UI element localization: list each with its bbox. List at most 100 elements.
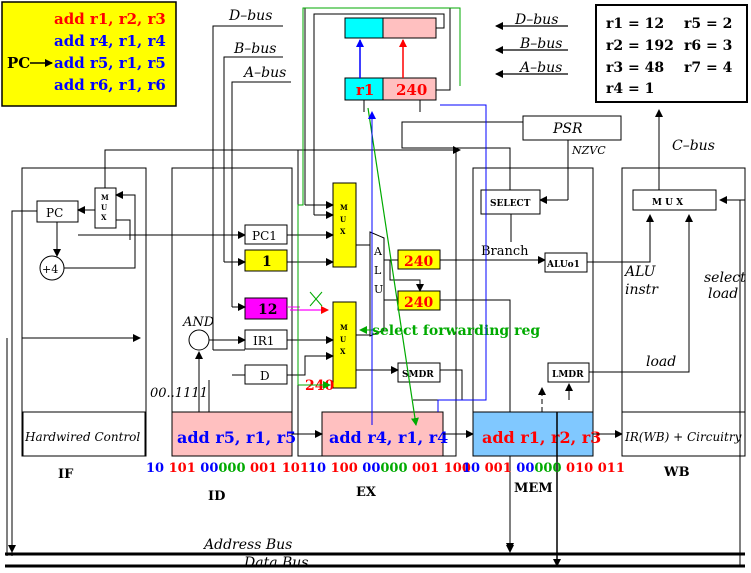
writeback-path — [437, 104, 487, 412]
enc-seg: 00 — [512, 461, 535, 476]
encodings: 10 101 00000 001 101 10 100 00000 001 10… — [146, 461, 625, 476]
system-buses: Address Bus Data Bus — [5, 200, 745, 571]
enc-seg: 001 — [246, 461, 278, 476]
if-stage: PC M U X +4 Hardwired Control — [6, 146, 461, 556]
literal-one: 1 — [262, 254, 272, 270]
forwarded-value: 240 — [305, 378, 334, 394]
register-value: r1 = 12 — [606, 16, 664, 32]
select-load-label: select — [704, 270, 746, 286]
internal-buses: D–bus B–bus A–bus — [212, 8, 291, 350]
enc-seg: 00 — [358, 461, 381, 476]
ex-encoding: 10 100 00000 001 100 — [308, 461, 471, 476]
lmdr-label: LMDR — [552, 370, 584, 380]
enc-seg: 100 — [326, 461, 358, 476]
ex-mux-top-label: M — [340, 203, 348, 212]
id-encoding: 10 101 00000 001 101 — [146, 461, 309, 476]
alu-output-value: 240 — [404, 295, 433, 311]
regfile-value: 240 — [396, 81, 427, 99]
enc-seg: 011 — [593, 461, 625, 476]
stage-labels: IF ID EX MEM WB — [58, 465, 690, 504]
nzvc-label: NZVC — [571, 144, 606, 157]
alu-label: U — [374, 283, 383, 296]
stage-label-wb: WB — [663, 465, 690, 480]
d-register-label: D — [260, 369, 270, 383]
mem-encoding: 10 001 00000 010 011 — [462, 461, 625, 476]
enc-seg: 001 — [408, 461, 440, 476]
pc1-label: PC1 — [252, 229, 277, 243]
ir1-label: IR1 — [253, 334, 274, 348]
register-value: r6 = 3 — [684, 38, 732, 54]
psr-label: PSR — [552, 121, 583, 137]
register-value: r4 = 1 — [606, 81, 654, 97]
ex-mux-top-label: X — [340, 227, 346, 236]
ex-mux-bottom-label: M — [340, 323, 348, 332]
program-line: add r4, r1, r4 — [54, 32, 166, 50]
mem-instruction: add r1, r2, r3 — [482, 428, 601, 447]
enc-seg: 100 — [439, 461, 471, 476]
wb-mux-label: M U X — [652, 198, 683, 208]
program-line: add r1, r2, r3 — [54, 10, 166, 28]
enc-seg: 001 — [480, 461, 512, 476]
ex-mux-top-label: U — [340, 215, 346, 224]
hardwired-control: Hardwired Control — [24, 430, 140, 444]
wb-stage: M U X C–bus ALU instr select load load I… — [587, 109, 746, 457]
stage-label-id: ID — [208, 489, 225, 504]
address-bus-label: Address Bus — [202, 537, 292, 553]
enc-seg: 101 — [277, 461, 309, 476]
smdr-label: SMDR — [402, 370, 434, 380]
alu-label: L — [374, 264, 382, 277]
id-instruction: add r5, r1, r5 — [177, 428, 296, 447]
stage-label-if: IF — [58, 467, 74, 482]
b-bus-label: B–bus — [519, 36, 562, 52]
enc-seg: 00 — [196, 461, 219, 476]
pc-register-label: PC — [46, 206, 63, 220]
enc-seg: 010 — [562, 461, 594, 476]
d-bus-label: D–bus — [228, 8, 272, 24]
regfile-reg: r1 — [356, 81, 374, 99]
and-label: AND — [182, 315, 215, 330]
stage-label-ex: EX — [356, 485, 377, 500]
id-stage: PC1 1 12 IR1 D AND 00..1111 add r5, r1, … — [150, 224, 296, 457]
alu-instr-label: instr — [625, 282, 659, 298]
ex-mux-bottom-label: X — [340, 347, 346, 356]
enc-seg: 10 — [146, 461, 164, 476]
ex-stage: M U X M U X A L U 240 240 240 SMDR add — [287, 182, 546, 551]
psr-area: PSR NZVC SELECT Branch — [401, 115, 622, 259]
program-listing: add r1, r2, r3 add r4, r1, r4 add r5, r1… — [1, 1, 177, 107]
register-value: r7 = 4 — [684, 60, 733, 76]
c-bus-label: C–bus — [672, 138, 715, 154]
register-file: r1 240 — [304, 7, 451, 215]
alu-instr-label: ALU — [623, 264, 657, 280]
literal-twelve: 12 — [258, 302, 277, 318]
a-bus-label: A–bus — [242, 65, 286, 81]
enc-seg: 101 — [164, 461, 196, 476]
program-line: add r6, r1, r6 — [54, 76, 166, 94]
alu-label: A — [373, 245, 383, 258]
select-forwarding-label: select forwarding reg — [372, 323, 540, 339]
register-values: r1 = 12 r2 = 192 r3 = 48 r4 = 1 r5 = 2 r… — [595, 4, 748, 103]
register-value: r5 = 2 — [684, 16, 732, 32]
enc-seg: 000 — [380, 461, 407, 476]
register-value: r3 = 48 — [606, 60, 664, 76]
if-mux-label: M — [101, 193, 109, 202]
data-bus-label: Data Bus — [243, 555, 308, 571]
aluo1-label: ALUo1 — [546, 260, 580, 270]
forwarding-path — [367, 107, 419, 426]
if-mux-label: X — [101, 213, 107, 222]
ex-mux-bottom-label: U — [340, 335, 346, 344]
if-mux-label: U — [101, 203, 107, 212]
enc-seg: 000 — [534, 461, 561, 476]
mask-label: 00..1111 — [150, 386, 208, 401]
ir-wb-label: IR(WB) + Circuitry — [624, 430, 742, 444]
select-load-label: load — [708, 286, 738, 302]
plus-four-label: +4 — [42, 263, 58, 276]
select-label: SELECT — [490, 199, 531, 209]
branch-label: Branch — [481, 244, 529, 259]
enc-seg: 10 — [462, 461, 480, 476]
enc-seg: 10 — [308, 461, 326, 476]
mem-stage: ALUo1 LMDR add r1, r2, r3 — [472, 252, 623, 567]
d-bus-label: D–bus — [514, 12, 558, 28]
load-label: load — [646, 354, 676, 370]
